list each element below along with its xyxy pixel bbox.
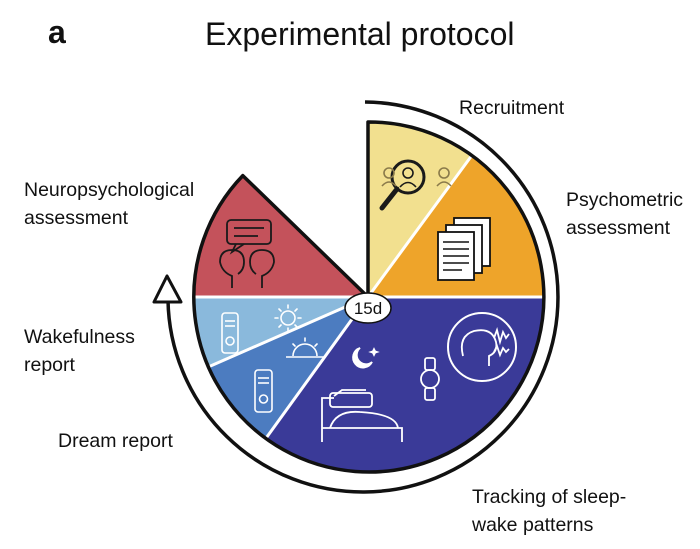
label-psychometric: Psychometric assessment — [566, 186, 683, 242]
label-neuropsych: Neuropsychological assessment — [24, 176, 194, 232]
label-tracking-line2: wake patterns — [472, 514, 594, 536]
label-wakefulness-line1: Wakefulness — [24, 326, 135, 348]
label-tracking-line1: Tracking of sleep- — [472, 486, 627, 508]
wheel-outline — [192, 120, 546, 474]
moon-bed-watch-brain-icon — [321, 312, 517, 442]
center-label: 15d — [354, 299, 382, 318]
segment-neuropsych — [193, 175, 368, 297]
label-psychometric-line1: Psychometric — [566, 189, 684, 211]
center-badge — [344, 292, 392, 324]
documents-icon — [437, 217, 491, 281]
label-neuropsych-line1: Neuropsychological — [24, 179, 195, 201]
sun-recorder-icon — [221, 304, 302, 354]
figure-title: Experimental protocol — [205, 16, 515, 52]
segment-recruitment — [368, 121, 472, 298]
label-dream: Dream report — [58, 430, 173, 452]
panel-letter: a — [48, 14, 66, 50]
sunrise-recorder-icon — [254, 337, 324, 413]
label-psychometric-line2: assessment — [566, 217, 671, 239]
magnifier-people-icon — [379, 159, 452, 211]
label-recruitment: Recruitment — [459, 97, 565, 119]
arrow-head-icon — [152, 274, 183, 304]
label-neuropsych-line2: assessment — [24, 207, 129, 229]
speech-heads-icon — [219, 219, 275, 288]
label-wakefulness: Wakefulness report — [24, 323, 135, 379]
label-tracking: Tracking of sleep- wake patterns — [472, 483, 626, 539]
progress-arrow — [166, 100, 560, 494]
segment-dream — [207, 297, 368, 439]
label-wakefulness-line2: report — [24, 354, 75, 376]
